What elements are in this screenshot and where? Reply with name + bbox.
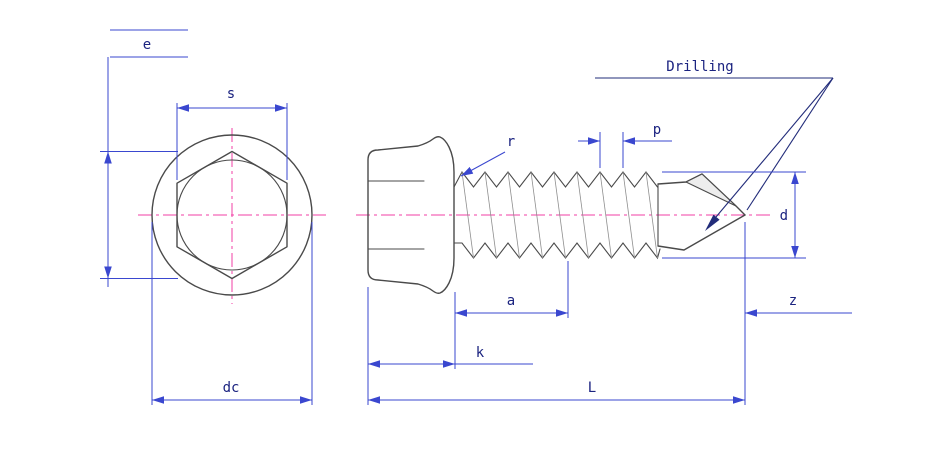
s-label: s (227, 86, 235, 102)
k-label: k (476, 345, 485, 361)
head-outline (367, 136, 455, 294)
dimension-e: e (100, 29, 188, 287)
thread-profile-bottom (453, 242, 661, 260)
drill-point (657, 173, 746, 251)
dc-label: dc (223, 380, 240, 396)
drill-flute-face (685, 173, 737, 207)
drilling-leader-flute (715, 77, 834, 218)
hexagon-outline (176, 150, 288, 280)
z-label: z (789, 293, 797, 309)
L-label: L (588, 380, 596, 396)
p-label: p (653, 122, 661, 138)
dimension-k: k (367, 287, 533, 405)
dimension-a: a (454, 261, 569, 369)
thread-helix-lines (461, 171, 658, 259)
side-view (356, 136, 770, 294)
dimension-dc: dc (151, 222, 313, 405)
dimension-p: p (578, 122, 672, 168)
dimension-r: r (460, 134, 515, 177)
drilling-callout: Drilling (595, 59, 834, 231)
point-bottom-outline (657, 214, 746, 251)
r-label: r (507, 134, 515, 150)
dimension-d: d (662, 171, 806, 259)
flange-circle (151, 134, 313, 296)
drilling-label: Drilling (666, 59, 733, 75)
dimension-s: s (176, 86, 288, 180)
drilling-arrowhead-icon (705, 214, 720, 231)
dimension-z: z (745, 293, 852, 317)
r-leader-line (460, 151, 506, 177)
d-label: d (780, 208, 788, 224)
dimension-L: L (368, 222, 746, 405)
a-label: a (507, 293, 515, 309)
front-view (138, 128, 326, 304)
drilling-leader-tip (746, 77, 834, 211)
e-label: e (143, 37, 151, 53)
